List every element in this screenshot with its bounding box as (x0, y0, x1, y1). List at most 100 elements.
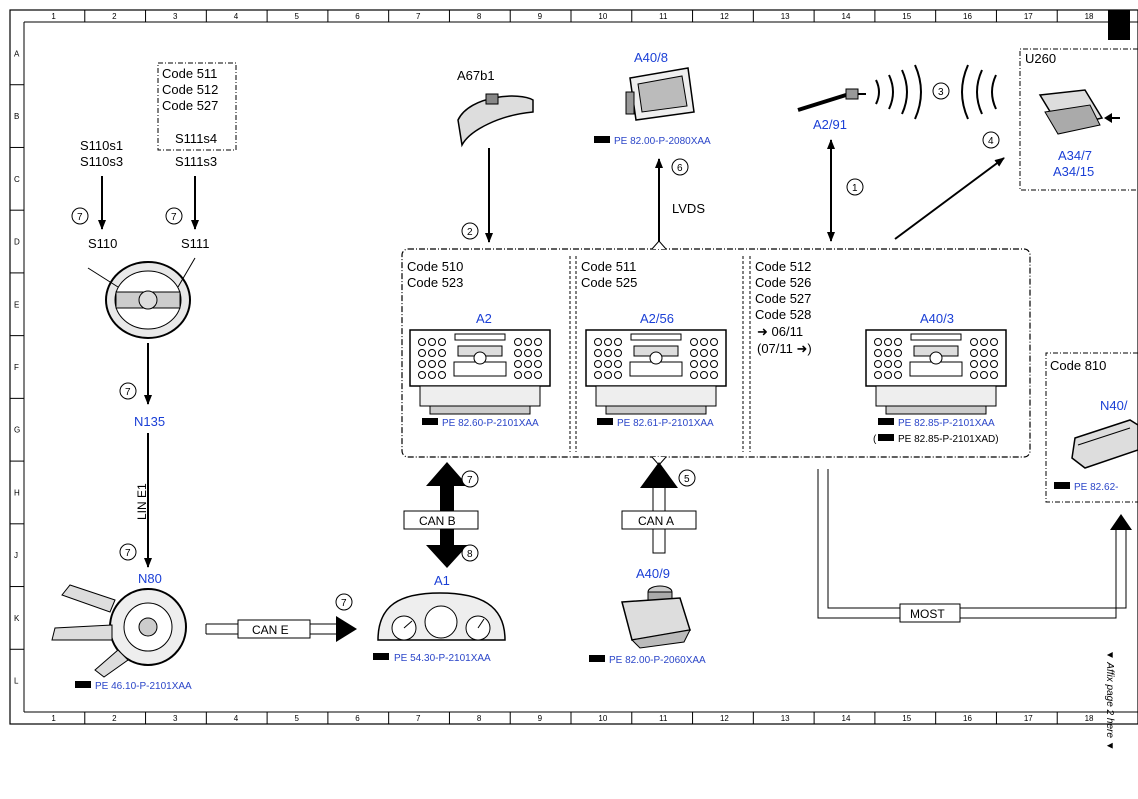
reference-link[interactable]: PE 82.85-P-2101XAA (898, 418, 995, 429)
doc-reference[interactable]: PE 82.62- (1054, 482, 1118, 493)
callout-7: 7 (165, 207, 183, 225)
svg-text:3: 3 (938, 87, 944, 98)
code-box-code-810: Code 810 N40/ (1045, 352, 1138, 503)
bus-label-most: MOST (910, 607, 945, 621)
code-label: Code 512 (162, 82, 218, 97)
code-label: Code 510 (407, 259, 463, 274)
can-b-bus-arrow: CAN B (403, 462, 479, 568)
grid-column-label: 15 (902, 714, 911, 723)
grid-column-label: 10 (598, 714, 607, 723)
component-label-a1: A1 (434, 573, 450, 588)
reference-link[interactable]: PE 82.85-P-2101XAD) (898, 434, 999, 445)
component-label-a34-7: A34/7 (1058, 148, 1092, 163)
grid-row-label: L (14, 677, 19, 686)
grid-column-label: 8 (477, 714, 482, 723)
doc-reference[interactable]: ( PE 82.85-P-2101XAD) (873, 434, 999, 445)
reference-link[interactable]: PE 54.30-P-2101XAA (394, 653, 491, 664)
grid-column-label: 7 (416, 12, 421, 21)
grid-column-label: 12 (720, 12, 729, 21)
callout-7: 7 (335, 593, 353, 611)
component-label-n40: N40/ (1100, 398, 1128, 413)
callout-7: 7 (119, 543, 137, 561)
grid-column-label: 15 (902, 12, 911, 21)
component-label-s110: S110 (88, 236, 117, 251)
grid-row-label: D (14, 238, 20, 247)
code-label: Code 511 (162, 66, 217, 81)
antenna-icon (797, 88, 866, 112)
head-unit-icon (409, 329, 551, 415)
corner-marker (1108, 10, 1130, 40)
grid-column-label: 16 (963, 12, 972, 21)
code-label: Code 512 (755, 259, 811, 274)
instrument-cluster-icon (377, 592, 506, 641)
grid-column-label: 10 (598, 12, 607, 21)
steering-wheel-icon (87, 257, 196, 339)
code-label: Code 511 (581, 259, 636, 274)
component-label-a40-8: A40/8 (634, 50, 668, 65)
grid-column-label: 17 (1024, 12, 1033, 21)
callout-3: 3 (932, 82, 950, 100)
grid-column-label: 6 (355, 12, 360, 21)
grid-column-label: 2 (112, 714, 117, 723)
code-label: Code 810 (1050, 358, 1106, 373)
grid-column-label: 17 (1024, 714, 1033, 723)
grid-column-label: 16 (963, 714, 972, 723)
component-label-a67b1: A67b1 (457, 68, 495, 83)
controller-knob-icon (621, 585, 691, 649)
code-label: Code 527 (162, 98, 218, 113)
grid-row-label: E (14, 300, 19, 309)
svg-text:4: 4 (988, 136, 994, 147)
component-label-a40-9: A40/9 (636, 566, 670, 581)
grid-column-label: 18 (1085, 714, 1094, 723)
reference-link[interactable]: PE 82.60-P-2101XAA (442, 418, 539, 429)
code-box-top-left: Code 511 Code 512 Code 527 S111s4 (157, 62, 237, 151)
switch-label-s111s3: S111s3 (175, 154, 217, 169)
grid-row-label: F (14, 363, 19, 372)
head-unit-icon (865, 329, 1007, 415)
grid-column-label: 3 (173, 714, 178, 723)
display-icon (625, 67, 695, 121)
grid-column-label: 13 (781, 12, 790, 21)
amplifier-icon (1071, 419, 1138, 469)
callout-1: 1 (846, 178, 864, 196)
reference-link[interactable]: PE 82.00-P-2060XAA (609, 655, 706, 666)
telephone-cradle-icon (1038, 89, 1120, 135)
svg-text:7: 7 (171, 212, 177, 223)
grid-column-label: 9 (538, 714, 543, 723)
code-label: (07/11 ➜) (757, 341, 812, 356)
doc-reference[interactable]: PE 46.10-P-2101XAA (75, 681, 192, 692)
component-label-n135: N135 (134, 414, 165, 429)
bus-label-can-b: CAN B (419, 514, 456, 528)
grid-column-label: 5 (295, 12, 300, 21)
component-label-a2-56: A2/56 (640, 311, 674, 326)
svg-text:7: 7 (125, 548, 131, 559)
reference-link[interactable]: PE 46.10-P-2101XAA (95, 681, 192, 692)
reference-link[interactable]: PE 82.61-P-2101XAA (617, 418, 714, 429)
grid-column-label: 13 (781, 714, 790, 723)
grid-row-label: A (14, 49, 20, 58)
can-a-bus-arrow: CAN A (621, 462, 697, 554)
callout-7: 7 (119, 382, 137, 400)
doc-reference[interactable]: PE 82.85-P-2101XAA (878, 418, 995, 429)
reference-link[interactable]: PE 82.62- (1074, 482, 1118, 493)
reference-link[interactable]: PE 82.00-P-2080XAA (614, 136, 711, 147)
callout-7: 7 (71, 207, 89, 225)
doc-reference[interactable]: PE 82.00-P-2060XAA (589, 655, 706, 666)
side-note: ▼ Affix page 2 here ▼ (1104, 650, 1115, 751)
bus-label-lvds: LVDS (672, 201, 705, 216)
callout-4: 4 (982, 131, 1000, 149)
doc-reference[interactable]: PE 82.00-P-2080XAA (594, 136, 711, 147)
grid-column-label: 2 (112, 12, 117, 21)
grid-row-label: G (14, 426, 20, 435)
component-label-n80: N80 (138, 571, 162, 586)
doc-reference[interactable]: PE 82.60-P-2101XAA (422, 418, 539, 429)
grid-row-label: B (14, 112, 19, 121)
doc-reference[interactable]: PE 82.61-P-2101XAA (597, 418, 714, 429)
grid-column-label: 4 (234, 12, 239, 21)
doc-reference[interactable]: PE 54.30-P-2101XAA (373, 653, 491, 664)
svg-text:6: 6 (677, 163, 683, 174)
callout-8: 8 (461, 544, 479, 562)
grid-column-label: 11 (659, 714, 668, 723)
